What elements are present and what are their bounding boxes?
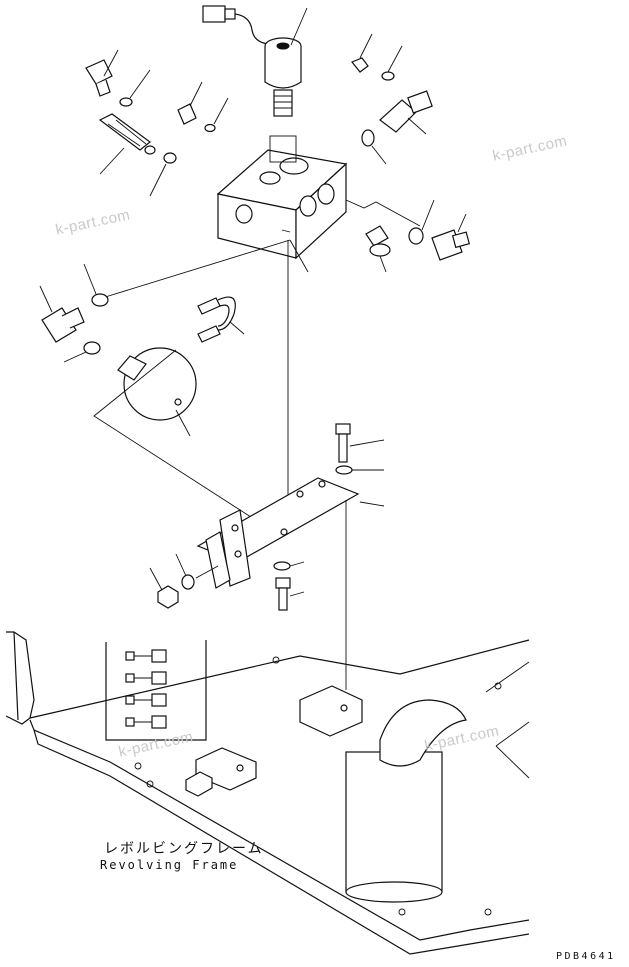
revolving-frame <box>5 631 530 955</box>
o-ring-lower-left <box>63 341 101 363</box>
mounting-bracket <box>196 477 360 589</box>
elbow-fitting-right <box>431 213 471 261</box>
accumulator <box>117 347 197 437</box>
leader-line-to-block <box>101 239 291 299</box>
leader-line-nut <box>195 565 219 579</box>
caption-japanese: レボルビングフレーム <box>104 841 264 857</box>
drawing-code: PDB4641 <box>556 951 616 962</box>
solenoid-connector <box>202 5 269 45</box>
leader-line-plate <box>359 501 385 507</box>
o-ring-block-right <box>408 199 435 245</box>
check-valve-fitting <box>365 225 391 273</box>
plug-small-1 <box>177 81 203 125</box>
adapter-fitting-left <box>98 113 156 175</box>
leader-line-block-right <box>345 199 421 227</box>
washer-upper <box>335 465 384 475</box>
o-ring-left <box>149 152 177 197</box>
nut <box>149 567 179 609</box>
o-ring-top-left <box>119 69 151 107</box>
elbow-fitting-top-left <box>85 49 119 97</box>
hose-assembly <box>197 296 245 343</box>
o-ring-top-right <box>381 45 403 81</box>
bolt-lower <box>275 577 305 611</box>
o-ring-right <box>361 129 387 165</box>
caption-english: Revolving Frame <box>100 858 239 872</box>
leader-line-accumulator <box>93 349 269 529</box>
solenoid-coil <box>264 7 308 117</box>
plug-fitting-top-right <box>351 33 373 73</box>
valve-block <box>216 135 348 273</box>
washer-lower <box>273 561 305 571</box>
o-ring-mid-left <box>83 263 109 307</box>
elbow-fitting-top-right <box>379 90 433 135</box>
bolt-upper <box>335 423 385 463</box>
sensor-fitting-left <box>39 285 85 343</box>
washer-nut <box>175 553 195 590</box>
o-ring-small-1 <box>204 97 229 133</box>
